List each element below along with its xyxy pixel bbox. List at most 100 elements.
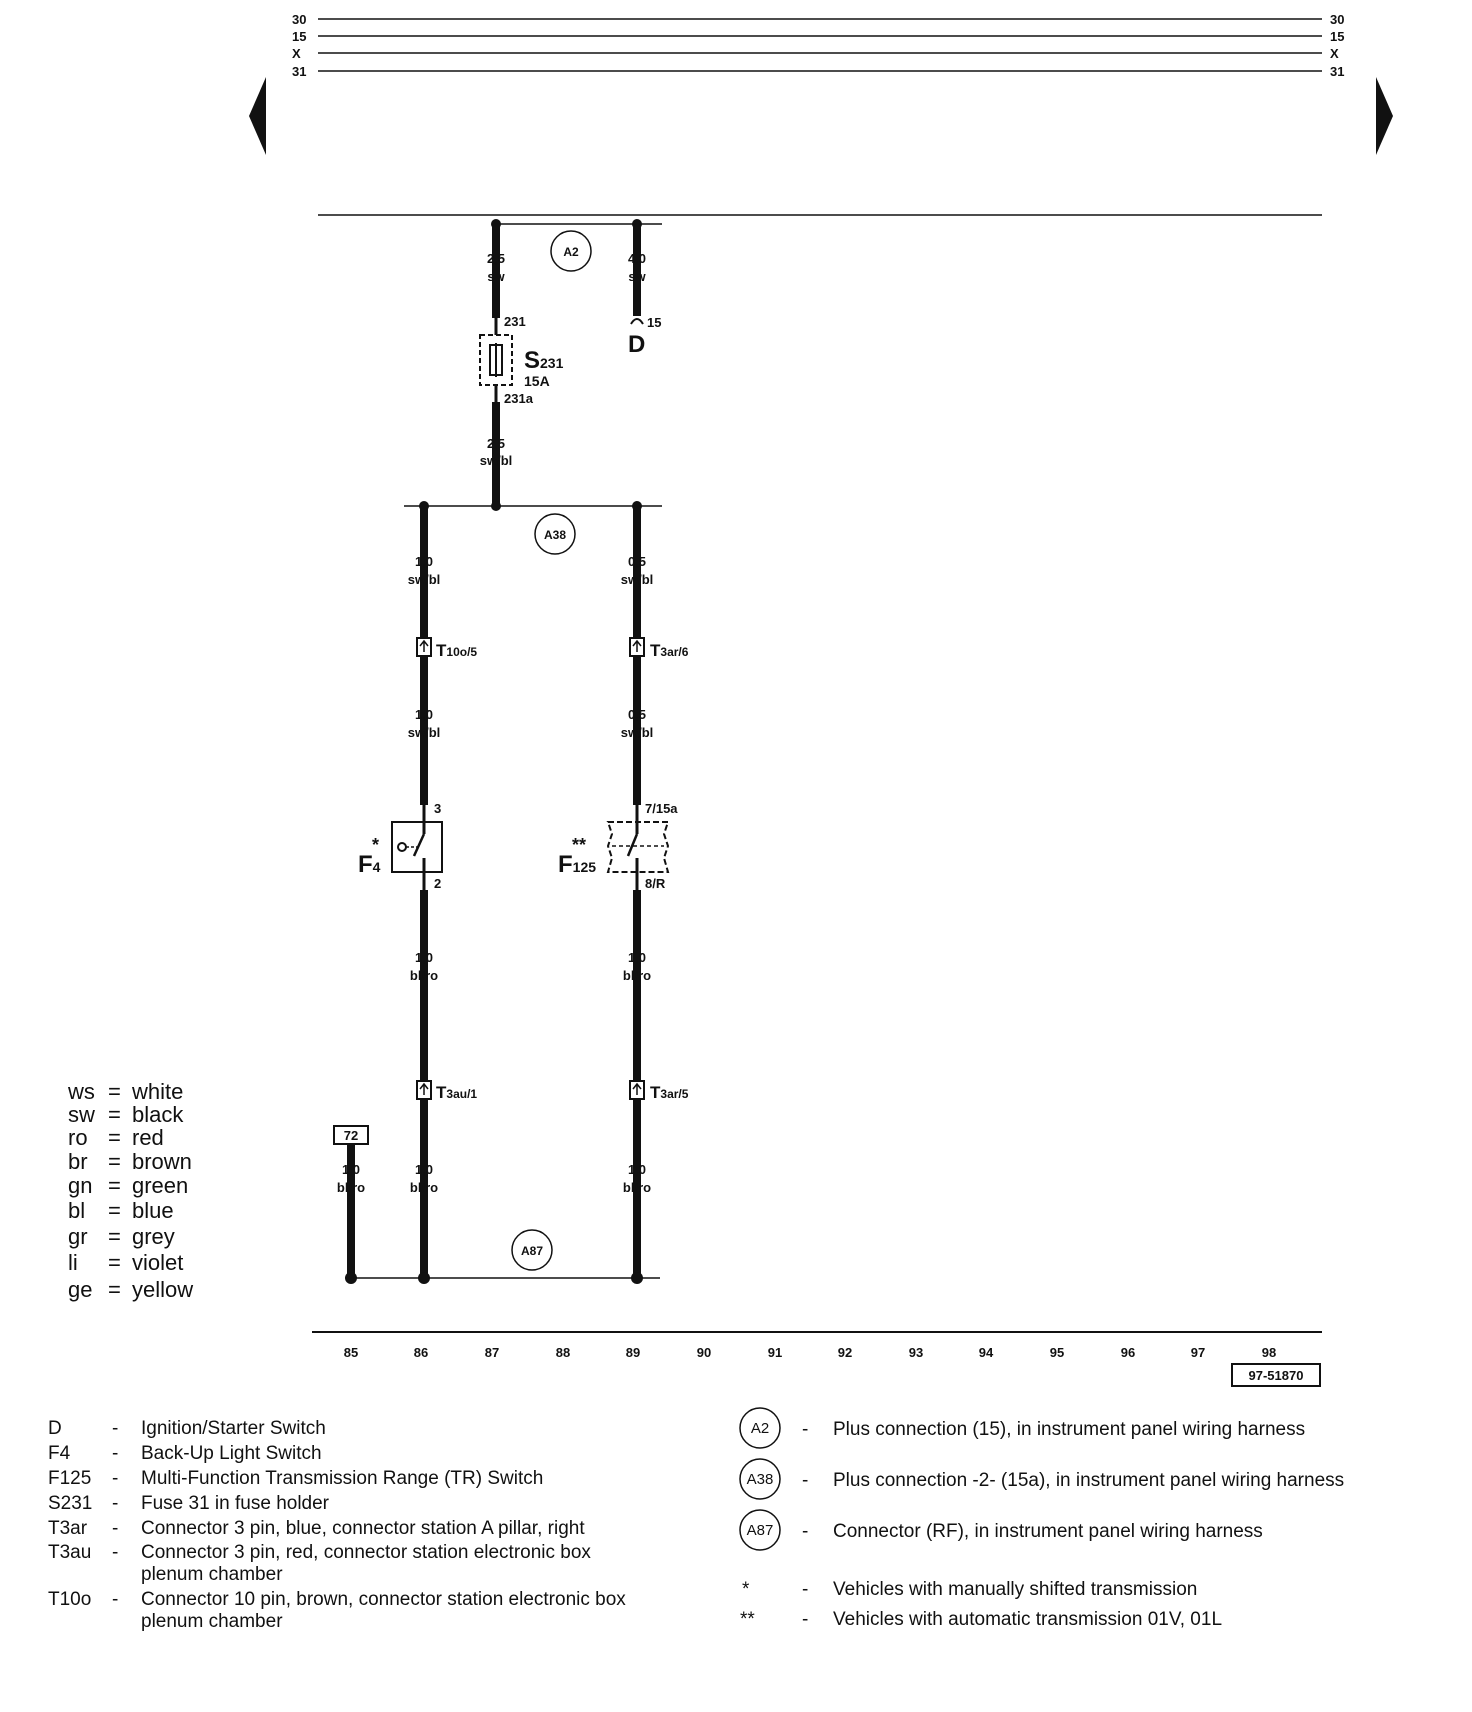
list-dash: - bbox=[112, 1468, 118, 1489]
fuse-pin-in: 231 bbox=[504, 314, 526, 329]
ignition-terminal bbox=[630, 318, 644, 325]
color-code: ws bbox=[67, 1079, 95, 1104]
legend-equals: = bbox=[108, 1224, 121, 1249]
connection-a38-label: A38 bbox=[544, 528, 566, 542]
junction-dot bbox=[345, 1272, 357, 1284]
color-code: ro bbox=[68, 1125, 88, 1150]
list-dash: - bbox=[112, 1493, 118, 1514]
connector-t10o5-label: T10o/5 bbox=[436, 641, 477, 660]
current-track-number: 87 bbox=[485, 1345, 499, 1360]
connection-code: A87 bbox=[747, 1522, 774, 1539]
component-desc: Multi-Function Transmission Range (TR) S… bbox=[141, 1468, 543, 1489]
legend-equals: = bbox=[108, 1277, 121, 1302]
wire-size: 1,0 bbox=[415, 554, 433, 569]
connection-desc: Connector (RF), in instrument panel wiri… bbox=[833, 1521, 1263, 1542]
connector-t3ar6 bbox=[629, 637, 645, 657]
bus-label-15-left: 15 bbox=[292, 29, 306, 44]
footnote-desc: Vehicles with manually shifted transmiss… bbox=[833, 1579, 1197, 1600]
color-name: grey bbox=[132, 1224, 175, 1249]
connection-a38-circle bbox=[534, 513, 576, 555]
connection-a2-label: A2 bbox=[563, 245, 579, 259]
bus-label-30-left: 30 bbox=[292, 12, 306, 27]
footnote-mark: ** bbox=[740, 1609, 755, 1630]
wire-color: bl/ro bbox=[410, 968, 438, 983]
switch-f125 bbox=[606, 805, 670, 890]
junction-dot bbox=[631, 1272, 643, 1284]
component-desc: Connector 3 pin, blue, connector station… bbox=[141, 1518, 585, 1539]
color-code: ge bbox=[68, 1277, 92, 1302]
switch-f125-label: F125 bbox=[558, 851, 596, 878]
connector-t3ar5 bbox=[629, 1080, 645, 1100]
connector-t3ar5-label: T3ar/5 bbox=[650, 1083, 689, 1102]
previous-page-arrow-icon[interactable] bbox=[249, 77, 266, 155]
wire-size: 1,0 bbox=[342, 1162, 360, 1177]
reference-number: 97-51870 bbox=[1249, 1368, 1304, 1383]
reference-box bbox=[1231, 1363, 1321, 1387]
component-code: F125 bbox=[48, 1468, 91, 1489]
ignition-switch-d-label: D bbox=[628, 331, 645, 358]
connection-code: A38 bbox=[747, 1471, 774, 1488]
current-track-number: 86 bbox=[414, 1345, 428, 1360]
bus-label-31-left: 31 bbox=[292, 64, 306, 79]
connector-arrow-icon bbox=[632, 639, 642, 652]
component-desc: Fuse 31 in fuse holder bbox=[141, 1493, 330, 1514]
current-track-number: 89 bbox=[626, 1345, 640, 1360]
wire-size: 2,5 bbox=[487, 251, 505, 266]
wire-color: sw/bl bbox=[408, 725, 441, 740]
connector-t10o5 bbox=[416, 637, 432, 657]
current-track-numbers: 85 86 87 88 89 90 91 92 93 94 95 96 97 9… bbox=[344, 1345, 1276, 1360]
component-list: D - Ignition/Starter Switch F4 - Back-Up… bbox=[48, 1418, 626, 1632]
current-track-number: 85 bbox=[344, 1345, 358, 1360]
legend-equals: = bbox=[108, 1250, 121, 1275]
color-name: blue bbox=[132, 1198, 174, 1223]
current-track-number: 90 bbox=[697, 1345, 711, 1360]
color-name: black bbox=[132, 1102, 184, 1127]
connector-arrow-icon bbox=[419, 1082, 429, 1095]
bus-label-x-right: X bbox=[1330, 46, 1339, 61]
component-desc: Back-Up Light Switch bbox=[141, 1443, 322, 1464]
ground-connection-number: 72 bbox=[344, 1128, 358, 1143]
f4-pin-in: 3 bbox=[434, 801, 441, 816]
junction-dot bbox=[418, 1272, 430, 1284]
next-page-arrow-icon[interactable] bbox=[1376, 77, 1393, 155]
list-dash: - bbox=[802, 1579, 808, 1600]
color-code: sw bbox=[68, 1102, 95, 1127]
wire-color: bl/ro bbox=[410, 1180, 438, 1195]
wire-color: sw/bl bbox=[621, 725, 654, 740]
connection-list-circle bbox=[739, 1509, 781, 1551]
list-dash: - bbox=[112, 1418, 118, 1439]
wire-color: sw/bl bbox=[621, 572, 654, 587]
list-dash: - bbox=[802, 1470, 808, 1491]
connection-desc: Plus connection (15), in instrument pane… bbox=[833, 1419, 1305, 1440]
f125-pin-in: 7/15a bbox=[645, 801, 678, 816]
connector-t3au1-label: T3au/1 bbox=[436, 1083, 477, 1102]
color-code: li bbox=[68, 1250, 78, 1275]
fuse-pin-out: 231a bbox=[504, 391, 534, 406]
wire-size: 2,5 bbox=[487, 436, 505, 451]
color-code: bl bbox=[68, 1198, 85, 1223]
wire-color: sw bbox=[487, 269, 505, 284]
list-dash: - bbox=[112, 1589, 118, 1610]
connection-code: A2 bbox=[751, 1420, 769, 1437]
wire-size: 0,5 bbox=[628, 554, 646, 569]
switch-f4-label: F4 bbox=[358, 851, 381, 878]
legend-equals: = bbox=[108, 1125, 121, 1150]
wire-size: 1,0 bbox=[628, 950, 646, 965]
component-desc: Ignition/Starter Switch bbox=[141, 1418, 326, 1439]
wire-size: 4,0 bbox=[628, 251, 646, 266]
junction-dot bbox=[491, 501, 501, 511]
wire-size: 1,0 bbox=[415, 950, 433, 965]
color-legend: ws = white sw = black ro = red br = brow… bbox=[67, 1079, 193, 1302]
legend-equals: = bbox=[108, 1079, 121, 1104]
bus-label-31-right: 31 bbox=[1330, 64, 1344, 79]
connection-list: A2 - Plus connection (15), in instrument… bbox=[739, 1407, 1344, 1630]
component-desc: plenum chamber bbox=[141, 1611, 283, 1632]
current-track-number: 97 bbox=[1191, 1345, 1205, 1360]
legend-equals: = bbox=[108, 1149, 121, 1174]
component-code: F4 bbox=[48, 1443, 71, 1464]
color-code: gn bbox=[68, 1173, 92, 1198]
connector-t3au1 bbox=[416, 1080, 432, 1100]
component-desc: Connector 10 pin, brown, connector stati… bbox=[141, 1589, 626, 1610]
component-desc: Connector 3 pin, red, connector station … bbox=[141, 1542, 591, 1563]
legend-equals: = bbox=[108, 1102, 121, 1127]
